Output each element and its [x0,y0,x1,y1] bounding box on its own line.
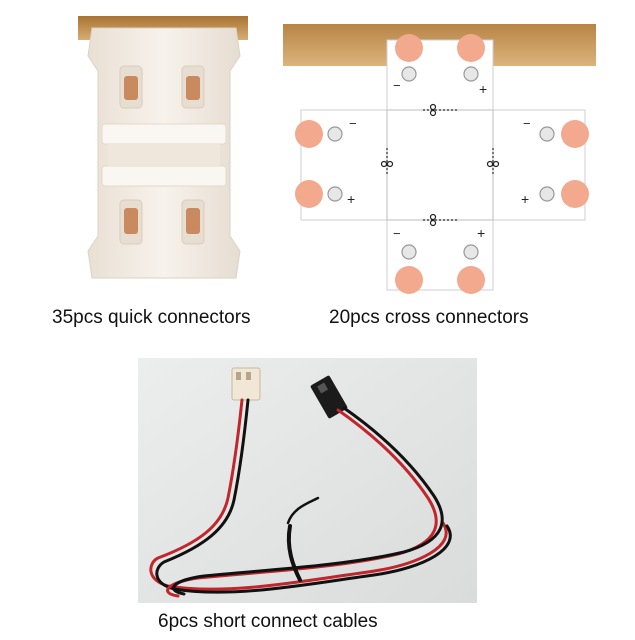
plus-mark: + [347,191,355,207]
cross-connector-photo: − + − + − + − + [283,24,596,300]
plus-mark: + [477,225,485,241]
connect-cables-caption: 6pcs short connect cables [158,611,378,632]
plus-mark: + [479,81,487,97]
plus-mark: + [521,191,529,207]
connect-cables-photo [138,358,477,603]
quick-connector-photo [78,16,248,288]
scissors-icon [380,103,500,227]
minus-mark: − [349,116,357,131]
minus-mark: − [393,226,401,241]
cross-connectors-caption: 20pcs cross connectors [329,307,529,328]
minus-mark: − [523,116,531,131]
minus-mark: − [393,78,401,93]
quick-connectors-caption: 35pcs quick connectors [52,307,251,328]
